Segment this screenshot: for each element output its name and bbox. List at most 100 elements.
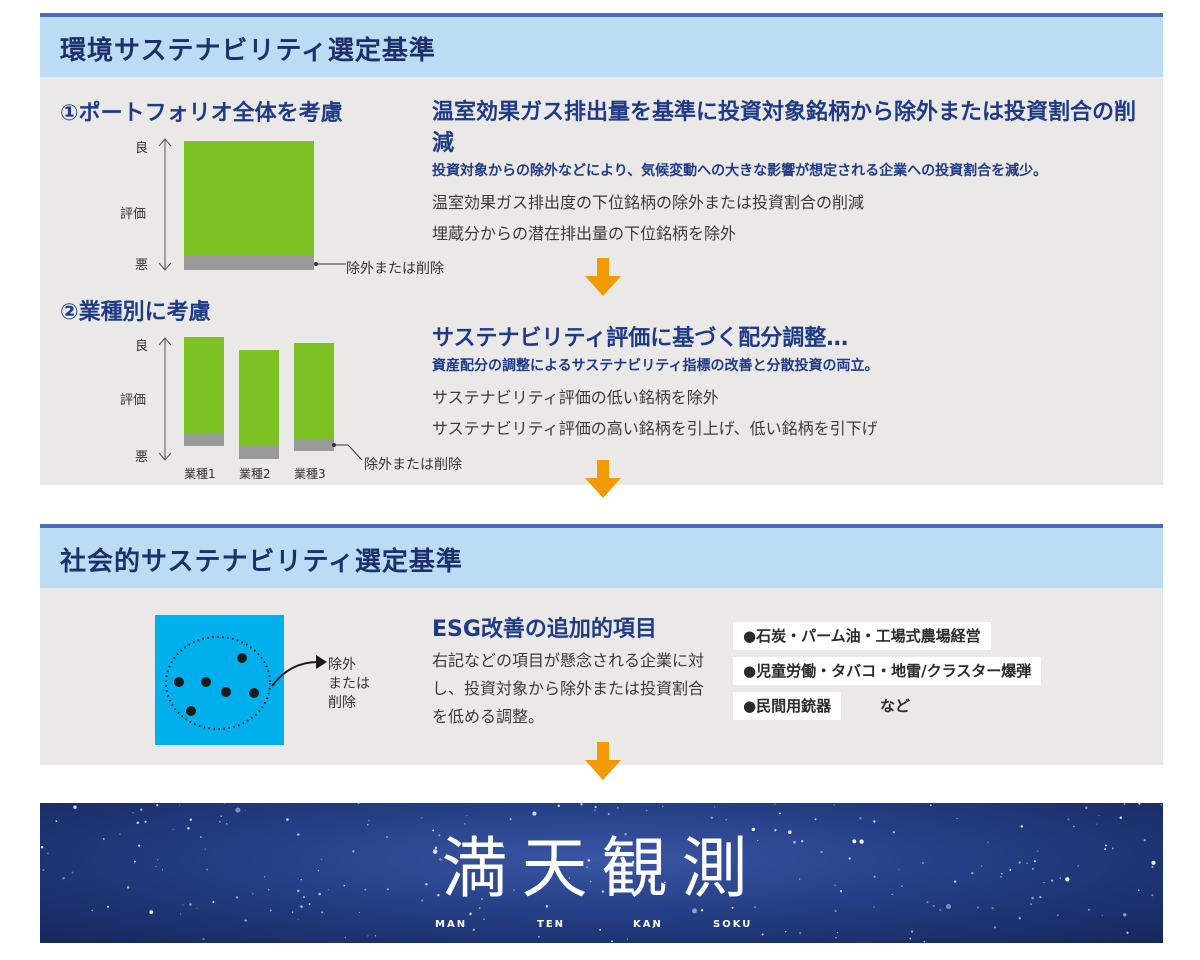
star xyxy=(437,894,440,897)
star xyxy=(252,893,254,895)
part2-category-2: 業種2 xyxy=(239,467,271,481)
star xyxy=(848,857,851,860)
star xyxy=(264,876,266,878)
star xyxy=(368,819,370,821)
social-main-heading: ESG改善の追加的項目 xyxy=(432,617,657,642)
part1-main-heading: 温室効果ガス排出量を基準に投資対象銘柄から除外または投資割合の削減 xyxy=(432,100,1137,156)
star xyxy=(700,909,704,912)
star xyxy=(469,912,472,916)
part2-bar-1-excluded xyxy=(184,434,224,446)
star xyxy=(1138,803,1141,805)
star xyxy=(357,803,360,805)
star xyxy=(206,868,209,871)
star xyxy=(1000,872,1003,875)
star xyxy=(367,935,369,937)
part1-excluded-segment xyxy=(184,256,314,270)
star xyxy=(601,890,605,893)
part2-bar-3-excluded xyxy=(294,439,334,451)
star xyxy=(478,907,481,909)
social-accent-line xyxy=(40,524,1163,528)
star xyxy=(386,888,389,891)
star xyxy=(835,936,837,939)
star xyxy=(891,893,893,896)
star xyxy=(953,880,957,883)
star xyxy=(513,889,515,891)
star xyxy=(993,926,997,929)
star xyxy=(352,850,355,853)
part1-note-leader xyxy=(314,262,346,266)
star xyxy=(189,903,192,906)
star xyxy=(751,827,755,832)
part1-item-2: 埋蔵分からの潜在排出量の下位銘柄を除外 xyxy=(432,224,737,243)
star xyxy=(599,929,602,931)
star xyxy=(432,829,435,832)
star xyxy=(156,804,159,807)
star xyxy=(713,863,716,866)
star xyxy=(244,809,246,811)
star xyxy=(1126,931,1129,934)
star xyxy=(774,829,777,832)
banner-romaji-2: TEN xyxy=(537,919,566,930)
star xyxy=(557,804,561,808)
star xyxy=(1043,881,1045,884)
exclusion-diagram xyxy=(155,615,284,745)
banner-title: 満天観測 xyxy=(40,815,1163,911)
star xyxy=(664,881,666,884)
star xyxy=(1000,876,1002,878)
star xyxy=(344,936,346,939)
star xyxy=(107,905,109,908)
star xyxy=(296,889,300,893)
star xyxy=(757,839,759,842)
star xyxy=(910,930,914,933)
down-arrow-icon xyxy=(585,258,621,296)
star xyxy=(204,848,206,850)
star xyxy=(873,875,876,878)
star xyxy=(714,806,716,808)
banner-char-3: 観 xyxy=(601,830,682,907)
star xyxy=(161,869,164,871)
exclusion-diagram-graphic xyxy=(165,636,271,730)
star xyxy=(1050,879,1054,882)
star xyxy=(586,866,589,869)
star xyxy=(1123,913,1127,917)
star xyxy=(317,870,320,872)
star xyxy=(358,911,360,913)
star xyxy=(179,804,181,806)
part1-subheading: 投資対象からの除外などにより、気候変動への大きな影響が想定される企業への投資割合… xyxy=(432,163,1048,179)
star xyxy=(814,818,817,821)
star xyxy=(1039,896,1042,899)
star xyxy=(532,811,537,816)
star xyxy=(834,910,837,913)
star xyxy=(1143,838,1146,842)
star xyxy=(200,836,202,838)
concern-tag-2: ●児童労働・タバコ・地雷/クラスター爆弾 xyxy=(733,657,1042,685)
star xyxy=(594,806,597,809)
star xyxy=(590,880,592,883)
star xyxy=(1096,823,1098,825)
star xyxy=(652,926,654,929)
star xyxy=(568,877,570,879)
star xyxy=(538,935,540,938)
star xyxy=(297,918,299,920)
star xyxy=(725,818,728,821)
star xyxy=(187,827,190,830)
star xyxy=(1056,914,1059,916)
star xyxy=(144,820,147,823)
star xyxy=(774,803,776,805)
exclusion-arrow-icon xyxy=(271,655,327,687)
star xyxy=(1077,865,1080,867)
star xyxy=(1104,844,1108,847)
star xyxy=(286,818,289,821)
star xyxy=(196,907,198,909)
star xyxy=(182,904,184,906)
mantenkansoku-banner: 満天観測 MAN TEN KAN SOKU xyxy=(40,803,1163,943)
star xyxy=(1020,825,1023,828)
part1-axis-arrow xyxy=(158,138,172,271)
star xyxy=(1104,848,1107,851)
star xyxy=(624,833,627,836)
down-arrow-icon xyxy=(585,460,621,498)
banner-romaji-4: SOKU xyxy=(713,919,753,930)
part2-item-2: サステナビリティ評価の高い銘柄を引上げ、低い銘柄を引下げ xyxy=(432,419,878,438)
star xyxy=(220,815,223,818)
part2-bar-2-excluded xyxy=(239,446,279,459)
